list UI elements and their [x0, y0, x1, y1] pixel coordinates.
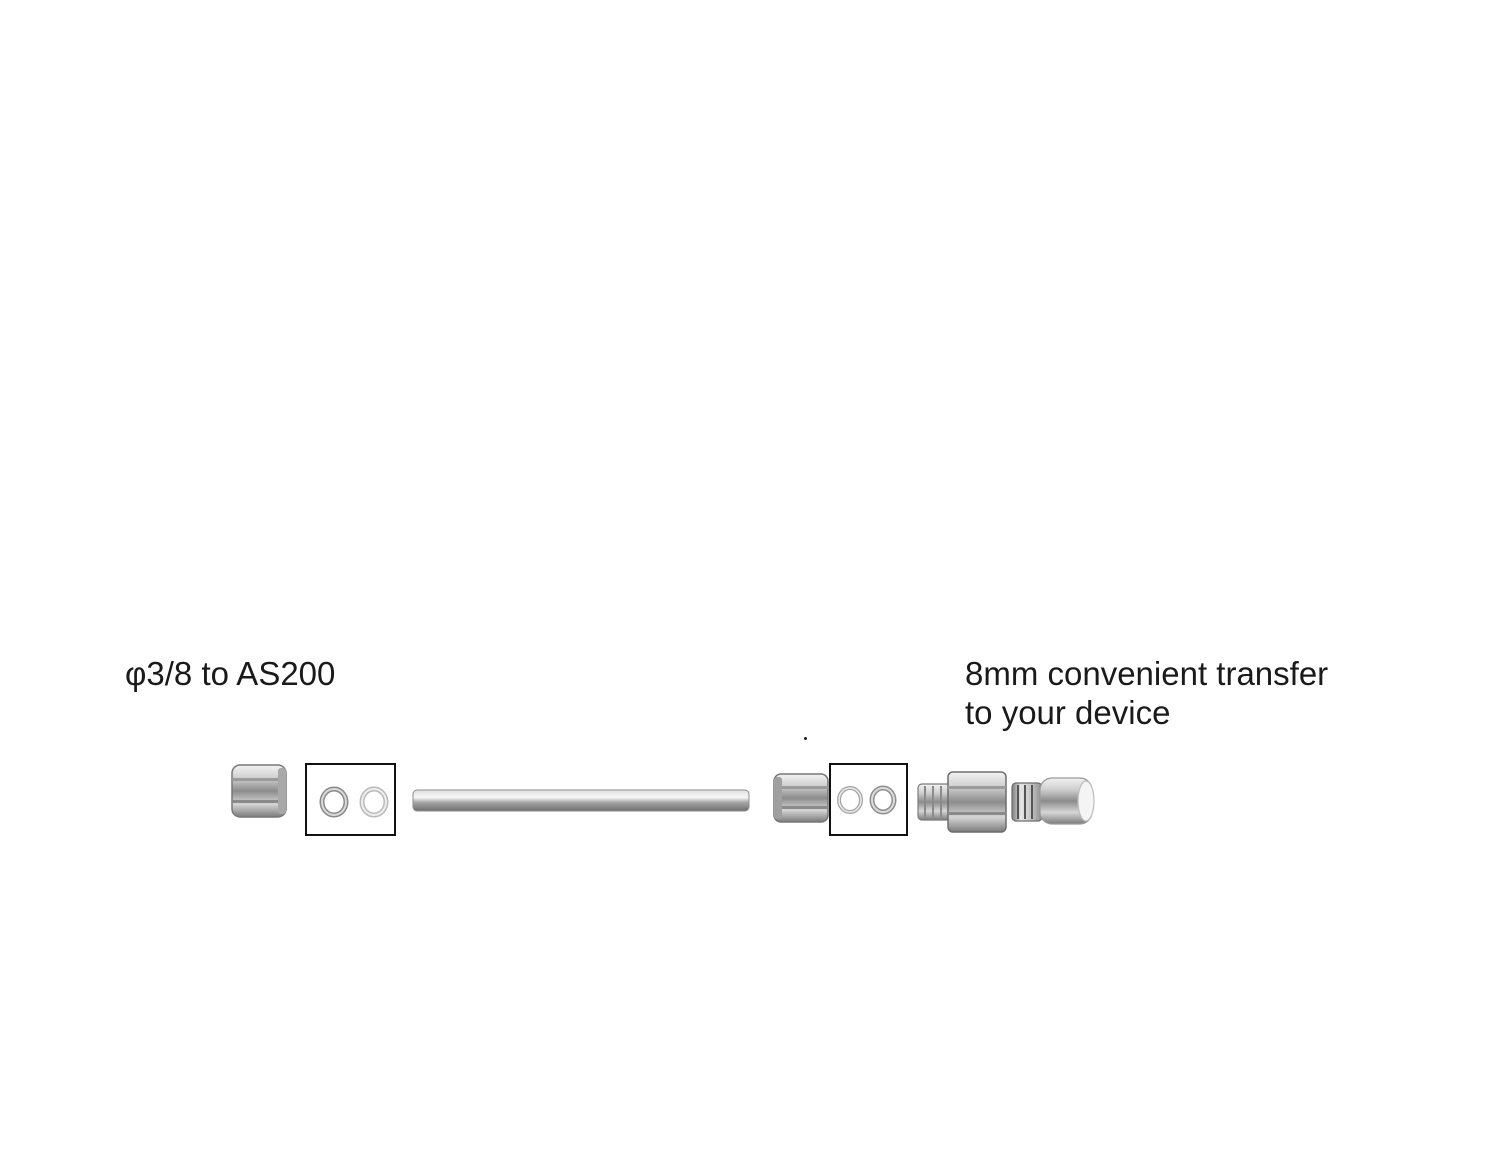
- reducer-adapter-icon: [917, 771, 1007, 833]
- hex-nut-icon: [773, 773, 829, 823]
- steel-tube-icon: [412, 789, 750, 812]
- hex-nut-icon: [231, 764, 287, 818]
- right-fitting-label: 8mm convenient transfer to your device: [965, 654, 1328, 732]
- stray-dot: [804, 737, 807, 740]
- ferrule-pair-icon: [829, 763, 908, 836]
- right-label-line-2: to your device: [965, 694, 1171, 731]
- left-fitting-label: φ3/8 to AS200: [125, 654, 335, 693]
- ferrule-pair-icon: [305, 763, 396, 836]
- push-in-fitting-icon: [1011, 777, 1095, 825]
- left-label-text: φ3/8 to AS200: [125, 655, 336, 692]
- right-label-line-1: 8mm convenient transfer: [965, 655, 1329, 692]
